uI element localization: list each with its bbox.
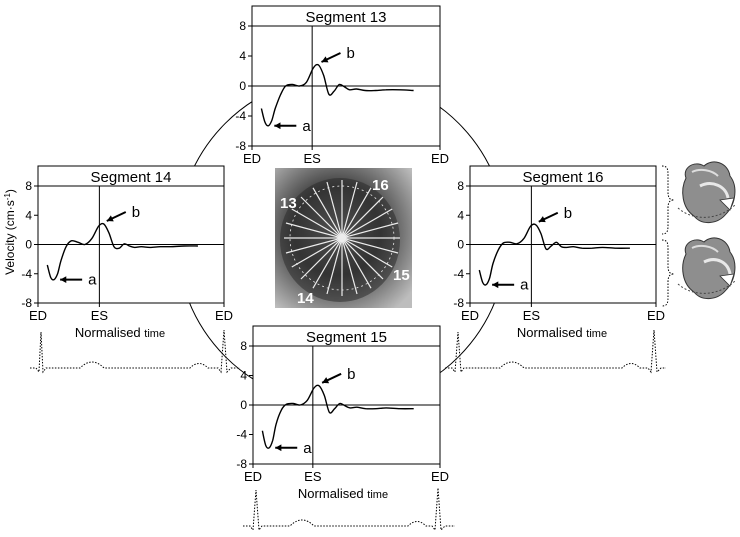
- annotation-label-b: b: [346, 45, 354, 62]
- y-tick-label: 4: [25, 208, 32, 222]
- plot-frame: [252, 325, 441, 465]
- y-tick-label: 0: [240, 398, 247, 412]
- annotation-label-a: a: [520, 277, 529, 294]
- x-tick-label: ED: [461, 308, 479, 323]
- velocity-curve: [260, 63, 414, 127]
- y-tick-label: 0: [457, 238, 464, 252]
- annotation-arrowhead-a: [492, 281, 499, 289]
- ecg-trace-bottom: [243, 487, 455, 532]
- chart-title: Segment 16: [523, 169, 604, 186]
- y-tick-label: -8: [453, 296, 464, 310]
- y-tick-label: 0: [239, 79, 246, 93]
- echo-image: 13 16 15 14: [275, 168, 412, 308]
- annotation-label-a: a: [303, 440, 312, 457]
- y-tick-label: -4: [236, 428, 247, 442]
- image-label-16: 16: [372, 177, 389, 194]
- chart-title: Segment 13: [306, 9, 387, 26]
- y-tick-label: 0: [25, 238, 32, 252]
- y-tick-label: -4: [453, 267, 464, 281]
- image-label-13: 13: [280, 195, 297, 212]
- y-tick-label: -8: [21, 296, 32, 310]
- ecg-traces: [30, 329, 666, 532]
- plot-frame: [251, 5, 441, 147]
- y-tick-label: -8: [235, 139, 246, 153]
- chart-title: Segment 15: [306, 329, 387, 346]
- echo-sector-line: [285, 222, 399, 254]
- echo-ring: [289, 185, 395, 291]
- x-tick-label: ED: [431, 469, 449, 484]
- image-label-15: 15: [393, 267, 410, 284]
- x-axis-label-left: Normalised time: [75, 325, 165, 340]
- y-tick-label: 8: [240, 339, 247, 353]
- y-tick-label: 4: [457, 208, 464, 222]
- y-tick-label: 8: [239, 19, 246, 33]
- annotation-label-a: a: [88, 272, 97, 289]
- y-tick-label: 4: [240, 369, 247, 383]
- brace-lower: [661, 239, 675, 307]
- curly-braces: [661, 165, 675, 307]
- annotation-arrowhead-b: [106, 215, 114, 222]
- y-tick-label: 8: [457, 179, 464, 193]
- velocity-curve: [46, 222, 198, 281]
- plot-frame: [469, 165, 657, 304]
- annotation-label-b: b: [132, 204, 140, 221]
- x-tick-label: ED: [431, 151, 449, 166]
- annotation-arrowhead-a: [60, 276, 67, 283]
- x-axis-label-bottom: Normalised time: [298, 486, 388, 501]
- x-tick-label: ES: [303, 151, 321, 166]
- x-tick-label: ED: [244, 469, 262, 484]
- velocity-curve: [261, 384, 414, 449]
- y-tick-label: 8: [25, 179, 32, 193]
- annotation-arrowhead-b: [322, 377, 330, 384]
- heart-icon-lower: [677, 237, 737, 299]
- annotation-arrowhead-b: [321, 56, 329, 63]
- annotation-arrowhead-a: [274, 122, 281, 130]
- annotation-arrowhead-a: [275, 444, 282, 452]
- chart-title: Segment 14: [91, 169, 172, 186]
- x-tick-label: ED: [215, 308, 233, 323]
- x-tick-label: ED: [243, 151, 261, 166]
- x-tick-label: ES: [523, 308, 541, 323]
- velocity-curve: [478, 223, 630, 286]
- y-tick-label: -4: [21, 267, 32, 281]
- annotation-label-b: b: [347, 366, 355, 383]
- y-tick-label: -8: [236, 457, 247, 471]
- annotation-arrowhead-b: [538, 216, 546, 223]
- annotation-label-a: a: [302, 118, 311, 135]
- heart-icon-upper: [677, 161, 737, 223]
- ecg-trace-right: [445, 329, 666, 374]
- x-tick-label: ES: [304, 469, 322, 484]
- y-tick-label: -4: [235, 109, 246, 123]
- x-tick-label: ES: [91, 308, 109, 323]
- annotation-label-b: b: [564, 205, 572, 222]
- x-tick-label: ED: [29, 308, 47, 323]
- x-tick-label: ED: [647, 308, 665, 323]
- image-label-14: 14: [297, 290, 314, 307]
- y-tick-label: 4: [239, 49, 246, 63]
- brace-upper: [661, 165, 675, 235]
- x-axis-label-right: Normalised time: [517, 325, 607, 340]
- y-axis-label: Velocity (cm·s-1): [3, 189, 17, 275]
